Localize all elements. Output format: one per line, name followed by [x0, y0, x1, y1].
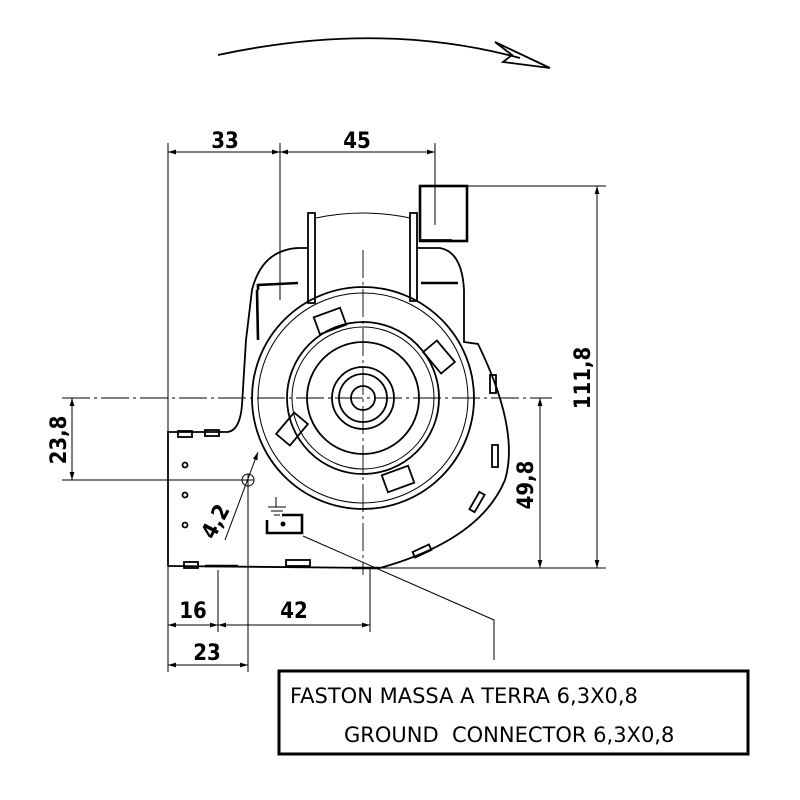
blower-housing	[167, 184, 510, 570]
note-line-english: GROUND CONNECTOR 6,3X0,8	[344, 723, 674, 747]
center-lines	[62, 250, 552, 575]
leader-line	[302, 535, 495, 660]
note-line-italian: FASTON MASSA A TERRA 6,3X0,8	[290, 684, 638, 708]
note-box: FASTON MASSA A TERRA 6,3X0,8 GROUND CONN…	[277, 669, 750, 756]
ground-connector-icon	[265, 497, 304, 535]
dim-top-right: 45	[343, 129, 371, 154]
dim-bottom-hole-offset: 23	[193, 641, 221, 666]
dim-top-left: 33	[211, 129, 239, 154]
dim-bottom-left: 16	[179, 599, 207, 624]
dim-hole-diameter: 4,2	[197, 501, 236, 544]
dimension-lines	[69, 149, 600, 668]
rotation-arrow-icon	[217, 37, 551, 69]
dim-hole-offset-height: 23,8	[47, 416, 72, 465]
dim-bottom-middle: 42	[280, 599, 308, 624]
dim-overall-height: 111,8	[571, 347, 596, 410]
motor-impeller	[251, 286, 475, 510]
dim-center-height: 49,8	[514, 461, 539, 510]
extension-lines	[62, 143, 606, 672]
